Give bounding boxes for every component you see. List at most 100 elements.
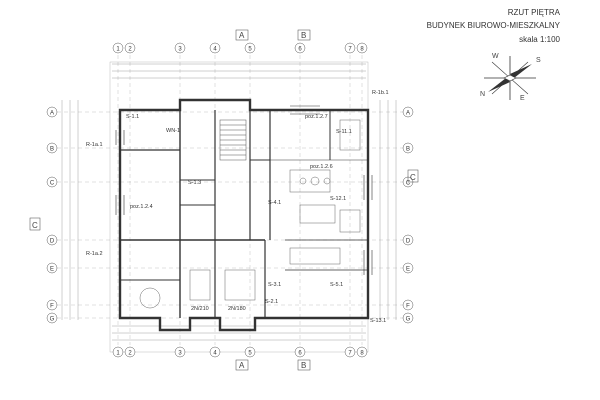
room-label: R-1a.2: [86, 251, 103, 257]
section-mark-c-left: [29, 217, 41, 231]
section-mark-c-right: [407, 169, 419, 183]
column-axis-top-bubble: [174, 42, 186, 54]
row-axis-right-label: B: [406, 146, 410, 152]
column-axis-top-bubble: [209, 42, 221, 54]
column-axis-bottom-bubble: [356, 346, 368, 358]
column-axis-top-bubble: [244, 42, 256, 54]
room-label: S-5.1: [330, 282, 343, 288]
row-axis-right-label: F: [406, 303, 410, 309]
column-axis-top-label: 1: [116, 46, 120, 52]
bottom-dimensions: [112, 325, 366, 341]
room-label: 2N/210: [191, 306, 209, 312]
section-label-a-top: A: [239, 31, 245, 40]
column-axis-bottom-bubble: [344, 346, 356, 358]
room-label: S-3.1: [268, 282, 281, 288]
room-label: S-1.3: [188, 180, 201, 186]
section-mark-b-bottom: [297, 359, 311, 371]
row-axis-left-label: G: [50, 316, 55, 322]
compass-label: S: [536, 57, 541, 64]
window-marks: [115, 105, 373, 275]
row-axis-left-bubble: [46, 234, 58, 246]
row-axis-right-label: A: [406, 110, 410, 116]
row-axis-left-bubble: [46, 299, 58, 311]
column-axis-bottom-bubble: [174, 346, 186, 358]
column-axis-top-bubble: [112, 42, 124, 54]
column-axis-top-label: 4: [213, 46, 217, 52]
section-label-b-top: B: [301, 31, 306, 40]
section-label-b-bottom: B: [301, 361, 306, 370]
row-axis-right-bubble: [402, 106, 414, 118]
room-labels: S-1.1R-1a.1 WN-1 poz.1.2.4 S-1.3S-2.1 2N/210…: [86, 90, 389, 324]
column-axis-bottom-label: 4: [213, 350, 217, 356]
column-axis-top-label: 7: [348, 46, 352, 52]
column-axis-bottom-label: 2: [128, 350, 132, 356]
left-dimensions: [61, 100, 79, 320]
section-mark-b-top: [297, 29, 311, 41]
column-axis-bottom-label: 6: [298, 350, 302, 356]
section-mark-a-bottom: [235, 359, 249, 371]
row-axis-right-bubble: [402, 299, 414, 311]
room-label: S-2.1: [265, 299, 278, 305]
section-label-c-right: C: [410, 173, 416, 182]
building-name: BUDYNEK BIUROWO-MIESZKALNY: [426, 21, 560, 30]
column-axis-bottom-bubble: [124, 346, 136, 358]
row-axis-left-bubble: [46, 262, 58, 274]
column-axis-top-label: 3: [178, 46, 182, 52]
room-label: R-1b.1: [372, 90, 389, 96]
column-axis-bottom-bubble: [209, 346, 221, 358]
drawing-title: RZUT PIĘTRA: [507, 8, 560, 17]
section-label-a-bottom: A: [239, 361, 245, 370]
row-axis-left-bubble: [46, 312, 58, 324]
row-axis-left-bubble: [46, 142, 58, 154]
building-walls: [118, 98, 370, 332]
compass-label: W: [492, 53, 499, 60]
row-axis-right-label: G: [406, 316, 411, 322]
row-axis-left-label: B: [50, 146, 54, 152]
row-axis-left-label: A: [50, 110, 54, 116]
room-label: poz.1.2.4: [130, 204, 153, 210]
row-axis-left-bubble: [46, 106, 58, 118]
compass-label: E: [520, 95, 525, 102]
room-label: S-11.1: [336, 129, 352, 135]
drawing-scale: skala 1:100: [519, 35, 560, 44]
room-label: S-12.1: [330, 196, 346, 202]
room-label: S-13.1: [370, 318, 386, 324]
column-axis-bottom-bubble: [294, 346, 306, 358]
row-axis-left-label: D: [50, 238, 55, 244]
column-axis-top-bubble: [294, 42, 306, 54]
row-axis-right-label: C: [406, 180, 411, 186]
room-label: S-4.1: [268, 200, 281, 206]
row-axis-right-bubble: [402, 234, 414, 246]
furniture: [139, 119, 361, 309]
row-axis-right-label: E: [406, 266, 410, 272]
compass-rose-icon: [484, 56, 536, 100]
row-axis-left-label: C: [50, 180, 55, 186]
row-axis-right-bubble: [402, 142, 414, 154]
room-label: poz.1.2.6: [310, 164, 333, 170]
compass-label: N: [480, 91, 485, 98]
room-label: R-1a.1: [86, 142, 103, 148]
top-dimensions: [112, 63, 366, 79]
column-axis-bottom-bubble: [244, 346, 256, 358]
column-axis-bottom-bubble: [112, 346, 124, 358]
column-axis-top-bubble: [356, 42, 368, 54]
section-mark-a-top: [235, 29, 249, 41]
room-label: S-1.1: [126, 114, 139, 120]
column-axis-top-bubble: [344, 42, 356, 54]
row-axis-right-bubble: [402, 262, 414, 274]
column-axis-top-label: 6: [298, 46, 302, 52]
row-axis-right-bubble: [402, 312, 414, 324]
column-axis-top-label: 5: [248, 46, 252, 52]
column-axis-bottom-label: 8: [360, 350, 364, 356]
room-label: 2N/180: [228, 306, 246, 312]
row-axis-left-label: F: [50, 303, 54, 309]
column-axis-top-label: 8: [360, 46, 364, 52]
row-axis-left-bubble: [46, 176, 58, 188]
row-axis-left-label: E: [50, 266, 54, 272]
room-label: WN-1: [166, 128, 180, 134]
grid-lines: [50, 55, 405, 345]
room-label: poz.1.2.7: [305, 114, 328, 120]
